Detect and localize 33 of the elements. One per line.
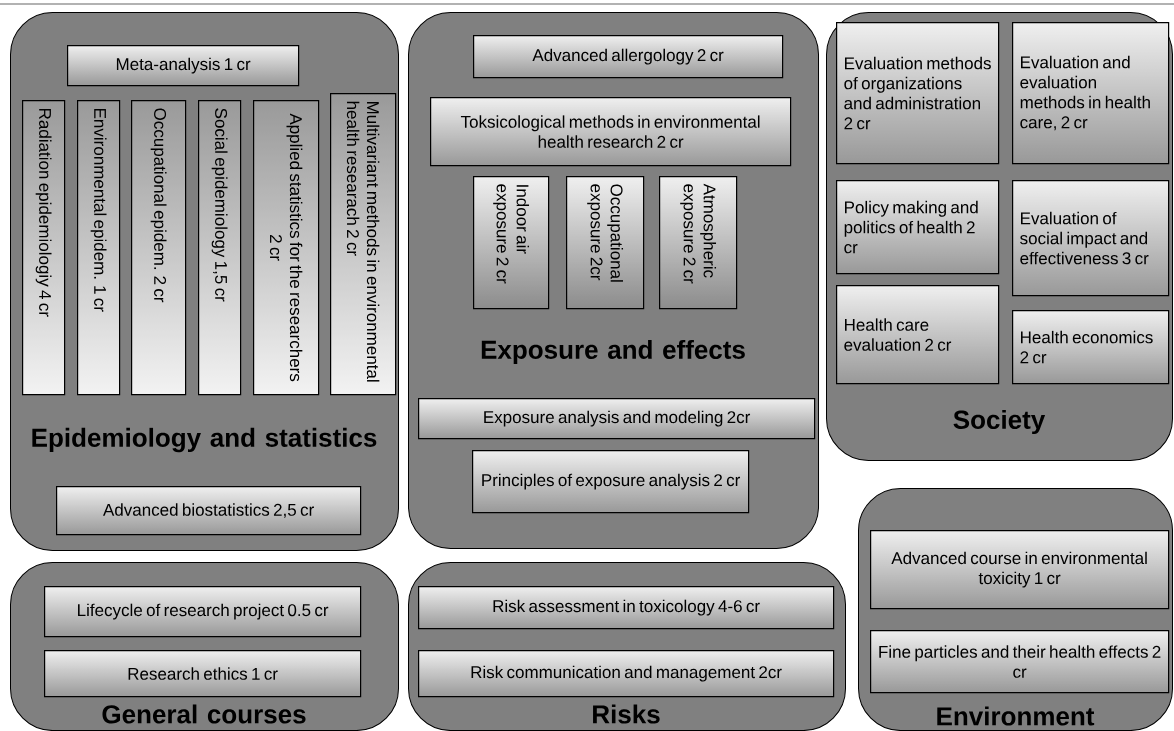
course-box: Exposure analysis and modeling 2cr bbox=[418, 398, 816, 440]
panel-title: General courses bbox=[102, 704, 306, 724]
course-box: Principles of exposure analysis 2 cr bbox=[472, 450, 750, 514]
course-box: Evaluation of social impact and effectiveness 3 cr bbox=[1012, 180, 1170, 297]
panel-title: Epidemiology and statistics bbox=[32, 427, 377, 453]
course-box: Evaluation methods of organizations and administration 2 cr bbox=[836, 22, 1000, 165]
course-box: Environmental epidem. 1 cr bbox=[77, 100, 121, 396]
course-box: Fine particles and their health effects 2 cr bbox=[870, 630, 1170, 694]
course-box: Toksicological methods in environmental health research 2 cr bbox=[430, 97, 792, 167]
course-box: Policy making and politics of health 2 cr bbox=[836, 180, 1000, 275]
course-box: Atmospheric exposure 2 cr bbox=[659, 176, 738, 310]
course-box: Risk communication and management 2cr bbox=[418, 650, 835, 698]
course-box: Radiation epidemiologiy 4 cr bbox=[22, 100, 66, 396]
course-box: Lifecycle of research project 0.5 cr bbox=[44, 586, 362, 638]
course-box: Meta-analysis 1 cr bbox=[67, 45, 300, 87]
panel-title: Exposure and effects bbox=[481, 339, 745, 365]
course-box: Advanced biostatistics 2,5 cr bbox=[56, 486, 362, 536]
course-box: Multivariant methods in environmental health researach 2 cr bbox=[330, 93, 397, 396]
course-box: Health care evaluation 2 cr bbox=[836, 285, 1000, 385]
course-box: Occupational epidem. 2 cr bbox=[131, 100, 187, 396]
course-box: Applied statistics for the researchers 2 cr bbox=[253, 100, 320, 396]
panel-title: Environment bbox=[937, 706, 1095, 726]
course-box: Indoor air exposure 2 cr bbox=[473, 176, 550, 310]
course-box: Research ethics 1 cr bbox=[44, 650, 362, 698]
course-box: Social epidemiology 1,5 cr bbox=[198, 100, 242, 396]
course-box: Occupational exposure 2cr bbox=[566, 176, 645, 310]
course-box: Risk assessment in toxicology 4-6 cr bbox=[418, 586, 835, 630]
course-box: Advanced course in environmental toxicity 1 cr bbox=[870, 530, 1170, 610]
course-box: Health economics 2 cr bbox=[1012, 310, 1170, 385]
panel-title: Risks bbox=[593, 704, 660, 724]
panel-title: Society bbox=[953, 409, 1046, 435]
course-box: Advanced allergology 2 cr bbox=[473, 35, 784, 79]
course-box: Evaluation and evaluation methods in health care, 2 cr bbox=[1012, 22, 1170, 165]
